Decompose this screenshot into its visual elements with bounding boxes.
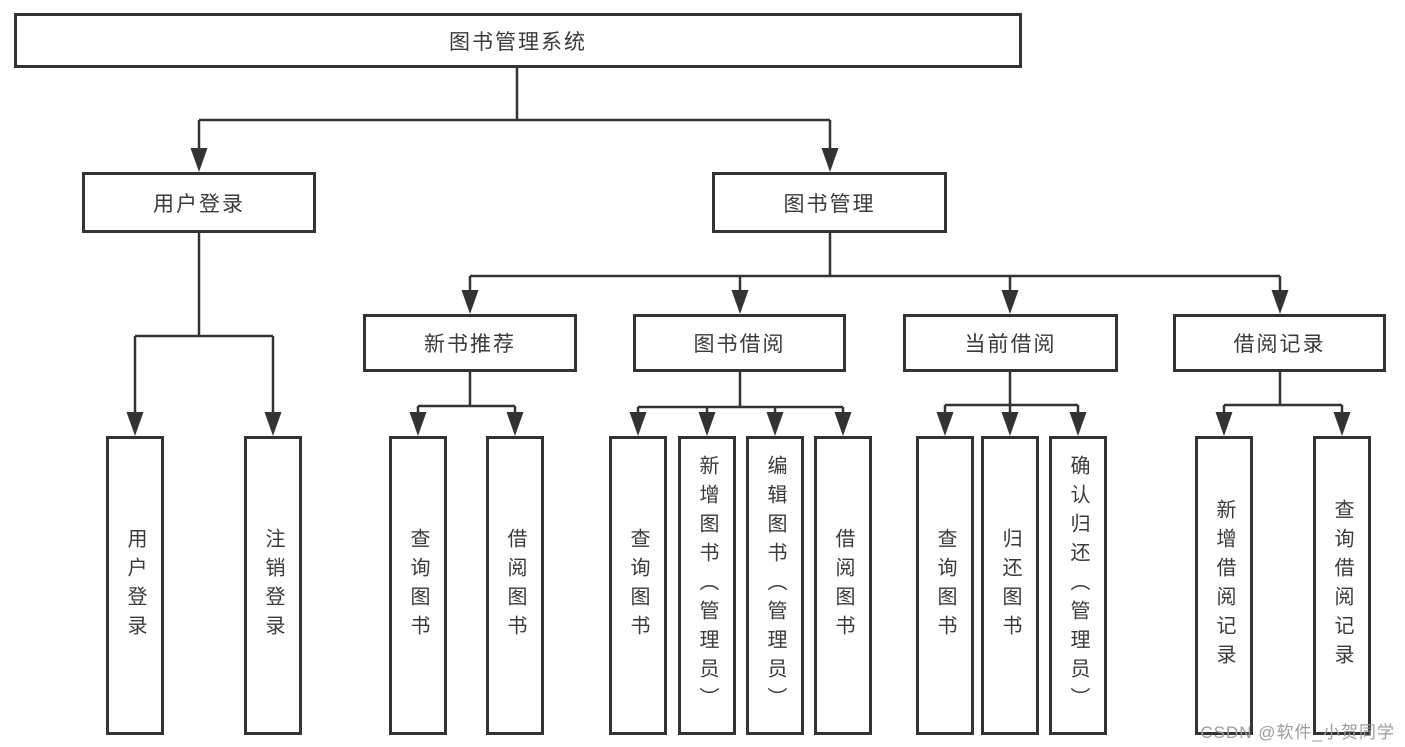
leaf-query-books-recommend: 查询图书	[389, 436, 447, 735]
node-book-borrowing: 图书借阅	[633, 314, 846, 372]
node-label: 当前借阅	[964, 333, 1057, 356]
leaf-query-books-current: 查询图书	[916, 436, 974, 735]
leaf-label: 新增图书（管理员）	[696, 455, 718, 716]
node-book-management: 图书管理	[712, 172, 947, 233]
leaf-label: 查询图书	[934, 527, 956, 644]
leaf-confirm-return-admin: 确认归还（管理员）	[1049, 436, 1107, 735]
csdn-watermark: CSDN @软件_小贺同学	[1200, 723, 1395, 742]
node-label: 图书管理系统	[449, 30, 587, 54]
leaf-add-borrow-record: 新增借阅记录	[1195, 436, 1253, 735]
leaf-label: 借阅图书	[504, 527, 526, 644]
leaf-label: 用户登录	[124, 527, 146, 644]
node-new-book-recommendation: 新书推荐	[363, 314, 577, 372]
leaf-return-books: 归还图书	[981, 436, 1039, 735]
connector-lines	[133, 68, 1344, 416]
node-label: 新书推荐	[424, 333, 516, 356]
leaf-add-books-admin: 新增图书（管理员）	[678, 436, 736, 735]
node-label: 借阅记录	[1233, 333, 1326, 356]
arrowheads	[126, 148, 1351, 436]
leaf-label: 查询图书	[627, 527, 649, 644]
node-label: 用户登录	[153, 192, 245, 216]
leaf-edit-books-admin: 编辑图书（管理员）	[746, 436, 804, 735]
leaf-query-borrow-record: 查询借阅记录	[1313, 436, 1371, 735]
leaf-user-login: 用户登录	[106, 436, 164, 735]
leaf-label: 借阅图书	[832, 527, 854, 644]
leaf-label: 编辑图书（管理员）	[764, 455, 786, 716]
node-label: 图书管理	[783, 192, 876, 216]
node-label: 图书借阅	[693, 333, 786, 356]
leaf-borrow-books-recommend: 借阅图书	[486, 436, 544, 735]
leaf-query-books-borrow: 查询图书	[609, 436, 667, 735]
node-current-borrowing: 当前借阅	[903, 314, 1118, 372]
leaf-label: 确认归还（管理员）	[1067, 455, 1089, 716]
node-library-management-system: 图书管理系统	[14, 13, 1022, 68]
leaf-label: 查询借阅记录	[1331, 498, 1353, 673]
node-borrowing-records: 借阅记录	[1173, 314, 1386, 372]
leaf-label: 注销登录	[262, 527, 284, 644]
leaf-borrow-books: 借阅图书	[814, 436, 872, 735]
leaf-label: 归还图书	[999, 527, 1021, 644]
leaf-logout: 注销登录	[244, 436, 302, 735]
node-user-login: 用户登录	[82, 172, 316, 233]
leaf-label: 新增借阅记录	[1213, 498, 1235, 673]
leaf-label: 查询图书	[407, 527, 429, 644]
